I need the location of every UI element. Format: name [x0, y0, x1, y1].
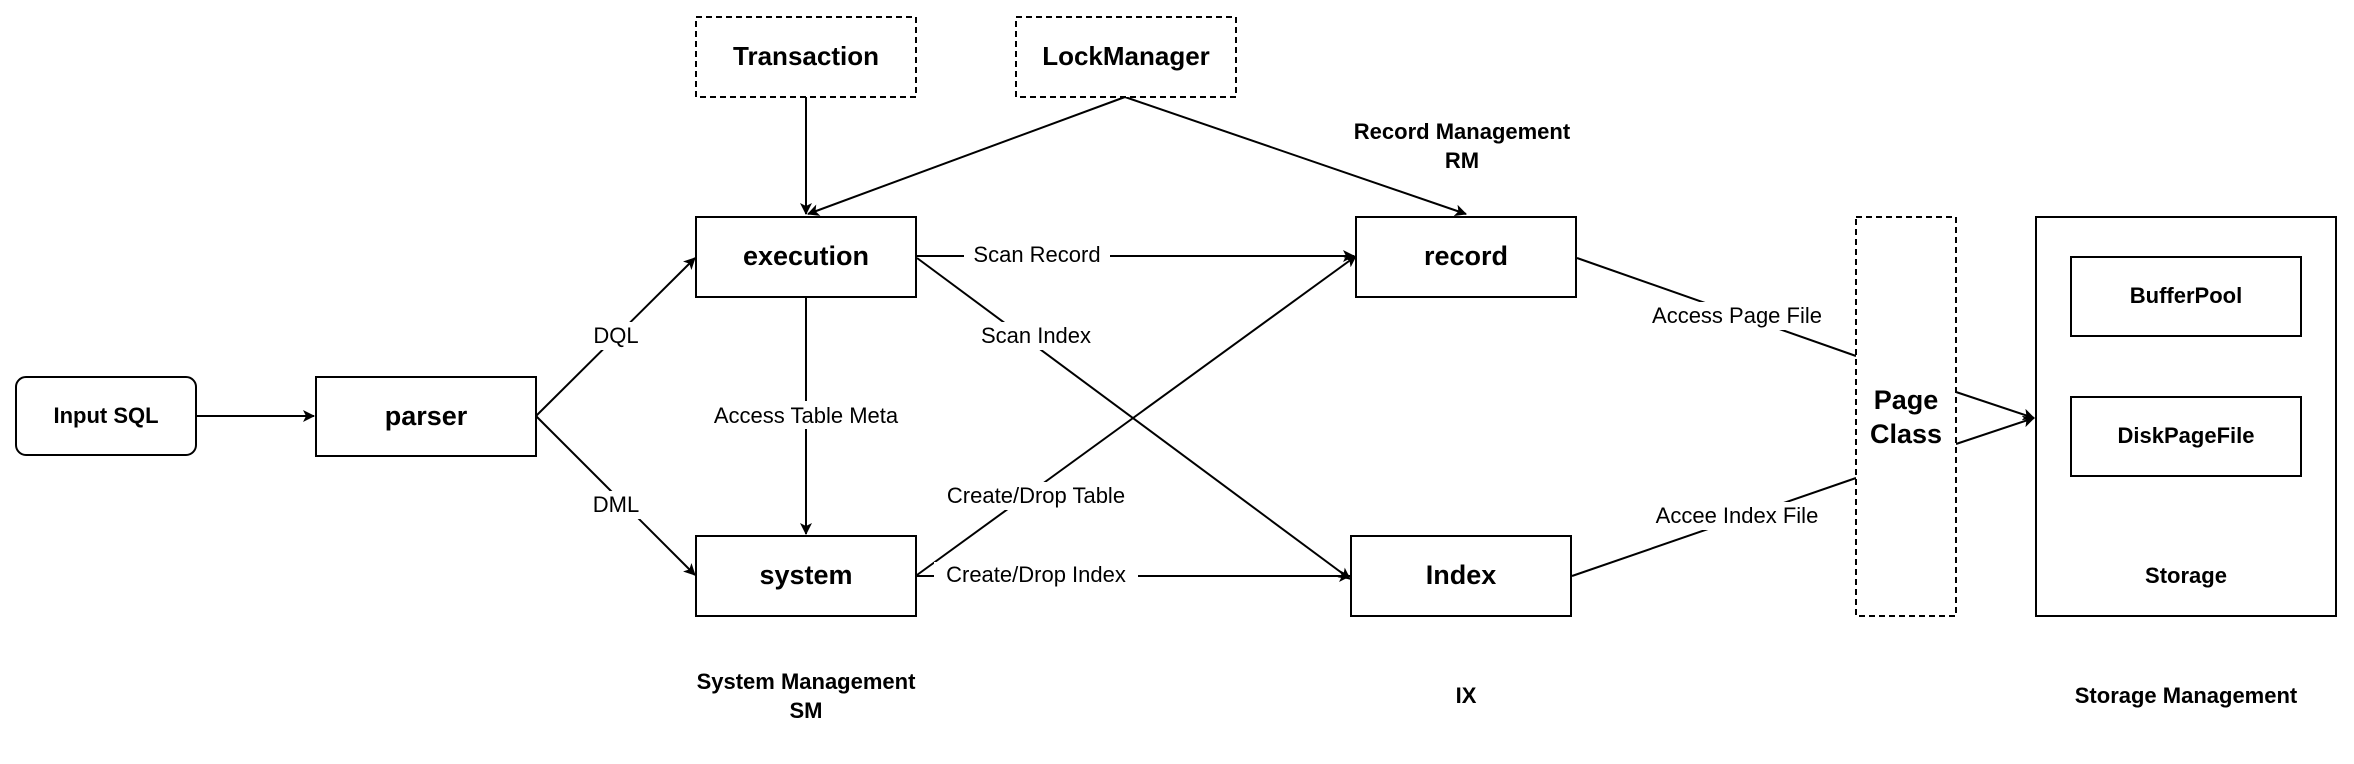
execution-label: execution — [743, 241, 869, 271]
diskpagefile-label: DiskPageFile — [2118, 423, 2255, 448]
edge-pageclass-to-storage-2 — [1955, 415, 2035, 445]
edge-lockmanager-to-execution — [807, 96, 1126, 216]
page-class-node — [1855, 216, 1957, 617]
storage-label: Storage — [2145, 563, 2227, 588]
edge-label-create-drop-index: Create/Drop Index — [946, 562, 1126, 587]
edge-label-access-page-file: Access Page File — [1652, 303, 1822, 328]
parser-label: parser — [385, 401, 468, 431]
group-label-record-management: Record Management — [1354, 119, 1571, 144]
record-node — [1355, 216, 1577, 298]
lockmanager-label: LockManager — [1042, 41, 1210, 71]
system-label: system — [759, 560, 852, 590]
edge-label-scan-record: Scan Record — [973, 242, 1100, 267]
group-label-rm: RM — [1445, 148, 1479, 173]
edge-label-scan-index: Scan Index — [981, 323, 1091, 348]
group-label-sm: SM — [790, 698, 823, 723]
transaction-node — [695, 16, 917, 98]
system-node — [695, 535, 917, 617]
diskpagefile-node — [2070, 396, 2302, 477]
group-label-ix: IX — [1456, 683, 1477, 708]
edge-pageclass-to-storage-1 — [1955, 391, 2035, 421]
edge-lockmanager-to-record — [1124, 96, 1467, 217]
record-label: record — [1424, 241, 1508, 271]
execution-node — [695, 216, 917, 298]
index-label: Index — [1426, 560, 1497, 590]
page-class-label-line2: Class — [1870, 419, 1942, 449]
edge-system-to-record — [916, 255, 1357, 576]
group-label-storage-management: Storage Management — [2075, 683, 2298, 708]
group-label-system-management: System Management — [697, 669, 917, 694]
index-node — [1350, 535, 1572, 617]
page-class-label-line1: Page — [1874, 385, 1939, 415]
edge-label-dql: DQL — [593, 323, 638, 348]
bufferpool-label: BufferPool — [2130, 283, 2242, 308]
bufferpool-node — [2070, 256, 2302, 337]
lockmanager-node — [1015, 16, 1237, 98]
input-sql-node — [15, 376, 197, 456]
edge-label-accee-index-file: Accee Index File — [1656, 503, 1819, 528]
parser-node — [315, 376, 537, 457]
edge-label-access-table-meta: Access Table Meta — [714, 403, 899, 428]
input-sql-label: Input SQL — [53, 403, 158, 428]
edge-label-dml: DML — [593, 492, 639, 517]
edge-label-create-drop-table: Create/Drop Table — [947, 483, 1125, 508]
transaction-label: Transaction — [733, 41, 879, 71]
